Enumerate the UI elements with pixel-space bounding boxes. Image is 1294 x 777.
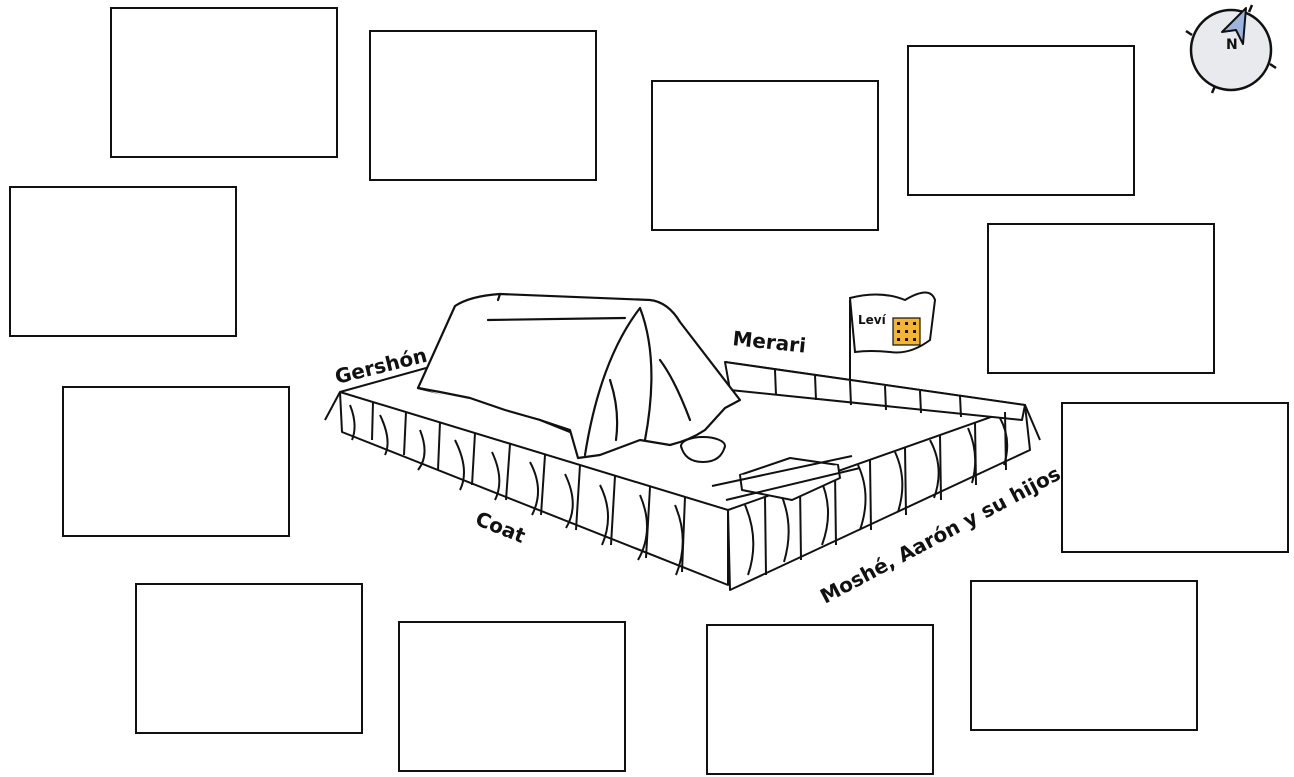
label-levi: Leví — [858, 313, 887, 327]
answer-box-8 — [1061, 402, 1289, 553]
answer-box-3 — [651, 80, 879, 231]
answer-box-4 — [907, 45, 1135, 196]
courtyard-walls — [324, 359, 1041, 591]
answer-box-5 — [9, 186, 237, 337]
answer-box-7 — [62, 386, 290, 537]
answer-box-9 — [135, 583, 363, 734]
laver-icon — [680, 436, 726, 464]
answer-box-1 — [110, 7, 338, 158]
answer-box-2 — [369, 30, 597, 181]
label-merari: Merari — [731, 326, 807, 358]
compass-icon: N — [1185, 4, 1277, 94]
answer-box-6 — [987, 223, 1215, 374]
altar-icon — [711, 455, 861, 501]
tent-of-meeting — [416, 292, 742, 460]
levi-flag: Leví — [848, 291, 937, 380]
answer-box-12 — [706, 624, 934, 775]
label-gershon: Gershón — [332, 343, 429, 389]
label-coat: Coat — [472, 506, 529, 548]
answer-box-11 — [398, 621, 626, 772]
answer-box-10 — [970, 580, 1198, 731]
compass-north-label: N — [1226, 37, 1238, 53]
